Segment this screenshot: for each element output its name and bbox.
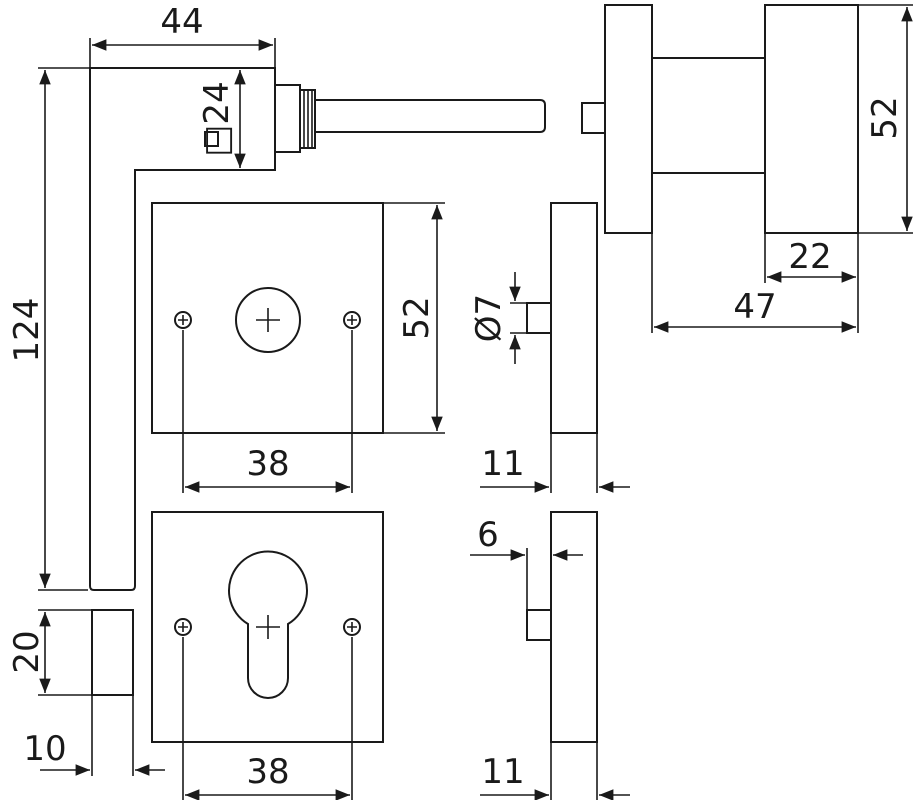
dim-52-knob-label: 52 bbox=[865, 96, 905, 139]
square-symbol bbox=[204, 131, 219, 147]
lever-handle bbox=[89, 67, 546, 591]
screw-icon bbox=[174, 311, 192, 329]
dim-10-label: 10 bbox=[23, 729, 66, 769]
rose-round bbox=[151, 202, 384, 434]
dim-38-bottom-label: 38 bbox=[246, 752, 289, 792]
knob-side-view bbox=[581, 4, 859, 234]
dim-6-label: 6 bbox=[477, 515, 499, 555]
dim-52-rose-label: 52 bbox=[397, 296, 437, 339]
screw-icon bbox=[343, 618, 361, 636]
dim-11-bottom-label: 11 bbox=[481, 752, 524, 792]
dim-124-label: 124 bbox=[7, 298, 47, 363]
keyhole-icon bbox=[228, 550, 308, 699]
dim-diameter-7-label: Ø7 bbox=[469, 294, 509, 342]
rose-cylinder bbox=[151, 511, 384, 743]
handle-section bbox=[91, 609, 134, 696]
screw-icon bbox=[343, 311, 361, 329]
dim-44-label: 44 bbox=[160, 2, 203, 42]
dim-24-label: □24 bbox=[197, 81, 237, 156]
dim-11-top-label: 11 bbox=[481, 444, 524, 484]
rose-side-view-bottom bbox=[526, 511, 598, 743]
dim-47-label: 47 bbox=[733, 287, 776, 327]
dim-38-top-label: 38 bbox=[246, 444, 289, 484]
screw-icon bbox=[174, 618, 192, 636]
dim-20-label: 20 bbox=[7, 630, 47, 673]
rose-side-view-top bbox=[526, 202, 598, 434]
dim-22-label: 22 bbox=[788, 237, 831, 277]
